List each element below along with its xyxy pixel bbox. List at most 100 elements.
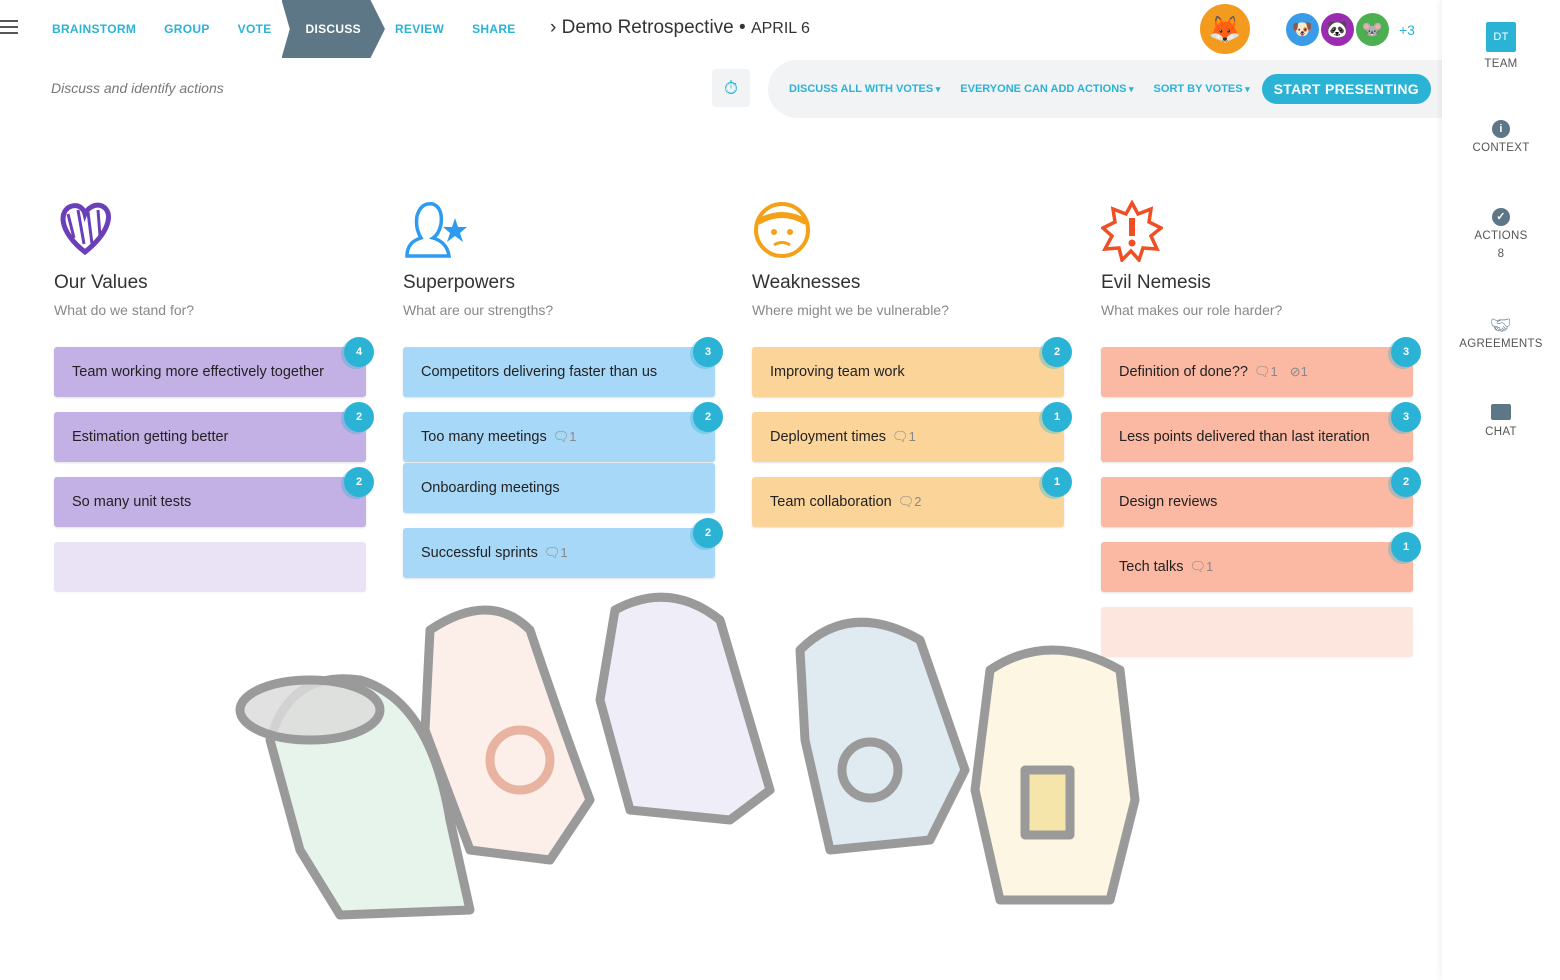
column-subtitle: Where might we be vulnerable? (752, 302, 949, 318)
comment-icon: 🗨︎ (897, 494, 915, 509)
vote-badge: 3 (1391, 337, 1421, 367)
sidebar-label: CONTEXT (1472, 142, 1530, 154)
vote-badge: 3 (1391, 402, 1421, 432)
column-title: Evil Nemesis (1101, 272, 1211, 293)
vote-badge: 2 (344, 402, 374, 432)
tab-share[interactable]: SHARE (472, 22, 516, 36)
tab-discuss[interactable]: DISCUSS (281, 0, 385, 58)
timer-button[interactable]: ⏱ (712, 69, 750, 107)
topic-card[interactable]: Too many meetings 🗨︎1 2 (403, 402, 723, 462)
vote-badge: 2 (1391, 467, 1421, 497)
more-participants[interactable]: +3 (1399, 21, 1415, 38)
tab-review[interactable]: REVIEW (394, 22, 445, 36)
sidebar-item-agreements[interactable]: 🤝︎ AGREEMENTS (1442, 316, 1560, 350)
vote-badge: 3 (693, 337, 723, 367)
tab-brainstorm[interactable]: BRAINSTORM (52, 22, 137, 36)
column-our-values: Our Values What do we stand for? Team wo… (54, 200, 374, 592)
info-icon: i (1492, 120, 1510, 138)
sidebar-label: AGREEMENTS (1459, 338, 1543, 350)
worried-face-icon (752, 200, 1064, 266)
card-text: Less points delivered than last iteratio… (1119, 429, 1370, 445)
team-avatar: DT (1486, 22, 1516, 52)
comment-count-value: 1 (560, 545, 568, 560)
comment-count: 🗨︎1 (553, 429, 577, 445)
comment-count: 🗨︎1 (1254, 364, 1278, 380)
column-superpowers: Superpowers What are our strengths? Comp… (403, 200, 723, 578)
card-text: Successful sprints (421, 545, 538, 561)
topic-card[interactable]: Estimation getting better 2 (54, 402, 374, 462)
check-circle-icon: ✓ (1492, 208, 1510, 226)
comment-icon: 🗨︎ (1189, 559, 1206, 574)
actions-count: 8 (1497, 248, 1505, 260)
column-weaknesses: Weaknesses Where might we be vulnerable?… (752, 200, 1072, 527)
topic-card[interactable]: Competitors delivering faster than us 3 (403, 337, 723, 397)
sort-dropdown[interactable]: SORT BY VOTES (1154, 83, 1250, 95)
sidebar-label: CHAT (1485, 426, 1517, 438)
card-text: Definition of done?? (1119, 364, 1248, 380)
card-text: Competitors delivering faster than us (421, 364, 658, 380)
sidebar-label: TEAM (1484, 58, 1518, 70)
topic-card[interactable]: Onboarding meetings (403, 463, 715, 513)
comment-icon: 🗨︎ (543, 545, 561, 560)
topic-card[interactable]: Design reviews 2 (1101, 467, 1421, 527)
handshake-icon: 🤝︎ (1490, 316, 1512, 335)
sidebar-item-chat[interactable]: CHAT (1442, 404, 1560, 438)
sidebar-item-team[interactable]: DT TEAM (1442, 22, 1560, 70)
card-text: Estimation getting better (72, 429, 229, 445)
topic-card[interactable]: Team collaboration 🗨︎2 1 (752, 467, 1072, 527)
comment-count: 🗨︎1 (892, 429, 916, 445)
retro-date: APRIL 6 (750, 20, 810, 37)
column-subtitle: What do we stand for? (54, 302, 195, 318)
card-text: Team working more effectively together (72, 364, 324, 380)
stopwatch-icon: ⏱ (723, 77, 739, 98)
avatar-panda[interactable]: 🐼 (1321, 13, 1354, 46)
alert-burst-icon (1099, 199, 1413, 266)
avatar-dog[interactable]: 🐶 (1286, 13, 1319, 46)
hamburger-menu-icon[interactable] (0, 20, 18, 38)
empty-card-slot[interactable] (54, 542, 366, 592)
start-presenting-button[interactable]: START PRESENTING (1261, 74, 1431, 104)
card-text: So many unit tests (72, 494, 192, 510)
tab-group[interactable]: GROUP (164, 22, 210, 36)
column-title: Superpowers (403, 272, 515, 293)
chat-icon (1491, 404, 1511, 420)
comment-count-value: 1 (569, 429, 577, 444)
card-text: Team collaboration (770, 494, 892, 510)
topic-card[interactable]: Less points delivered than last iteratio… (1101, 402, 1421, 462)
vote-badge: 1 (1042, 467, 1072, 497)
action-permission-dropdown[interactable]: EVERYONE CAN ADD ACTIONS (960, 83, 1133, 95)
avatar-mouse[interactable]: 🐭 (1356, 13, 1389, 46)
comment-count-value: 2 (914, 494, 922, 509)
vote-badge: 2 (693, 518, 723, 548)
participants: 🐶 🐼 🐭 +3 (1286, 13, 1415, 46)
column-subtitle: What are our strengths? (403, 302, 554, 318)
card-text: Tech talks (1119, 559, 1184, 575)
card-text: Design reviews (1119, 494, 1218, 510)
breadcrumb: › Demo Retrospective • APRIL 6 (550, 17, 810, 38)
empty-card-slot[interactable] (1101, 607, 1413, 657)
column-subtitle: What makes our role harder? (1101, 302, 1283, 318)
comment-count: 🗨︎2 (898, 494, 922, 510)
topic-card[interactable]: Successful sprints 🗨︎1 2 (403, 518, 723, 578)
comment-count-value: 1 (908, 429, 916, 444)
column-title: Weaknesses (752, 272, 861, 293)
comment-icon: 🗨︎ (892, 429, 909, 444)
card-text: Too many meetings (421, 429, 547, 445)
retro-title: Demo Retrospective (561, 17, 734, 38)
discuss-filter-dropdown[interactable]: DISCUSS ALL WITH VOTES (789, 83, 940, 95)
tab-vote[interactable]: VOTE (237, 22, 272, 36)
card-text: Deployment times (770, 429, 887, 445)
action-count-value: 1 (1300, 364, 1308, 379)
vote-badge: 2 (693, 402, 723, 432)
sidebar-label: ACTIONS (1474, 230, 1528, 242)
sidebar-item-actions[interactable]: ✓ ACTIONS 8 (1442, 208, 1560, 260)
card-text: Onboarding meetings (421, 480, 560, 496)
facilitator-avatar-fox[interactable]: 🦊 (1200, 4, 1250, 54)
